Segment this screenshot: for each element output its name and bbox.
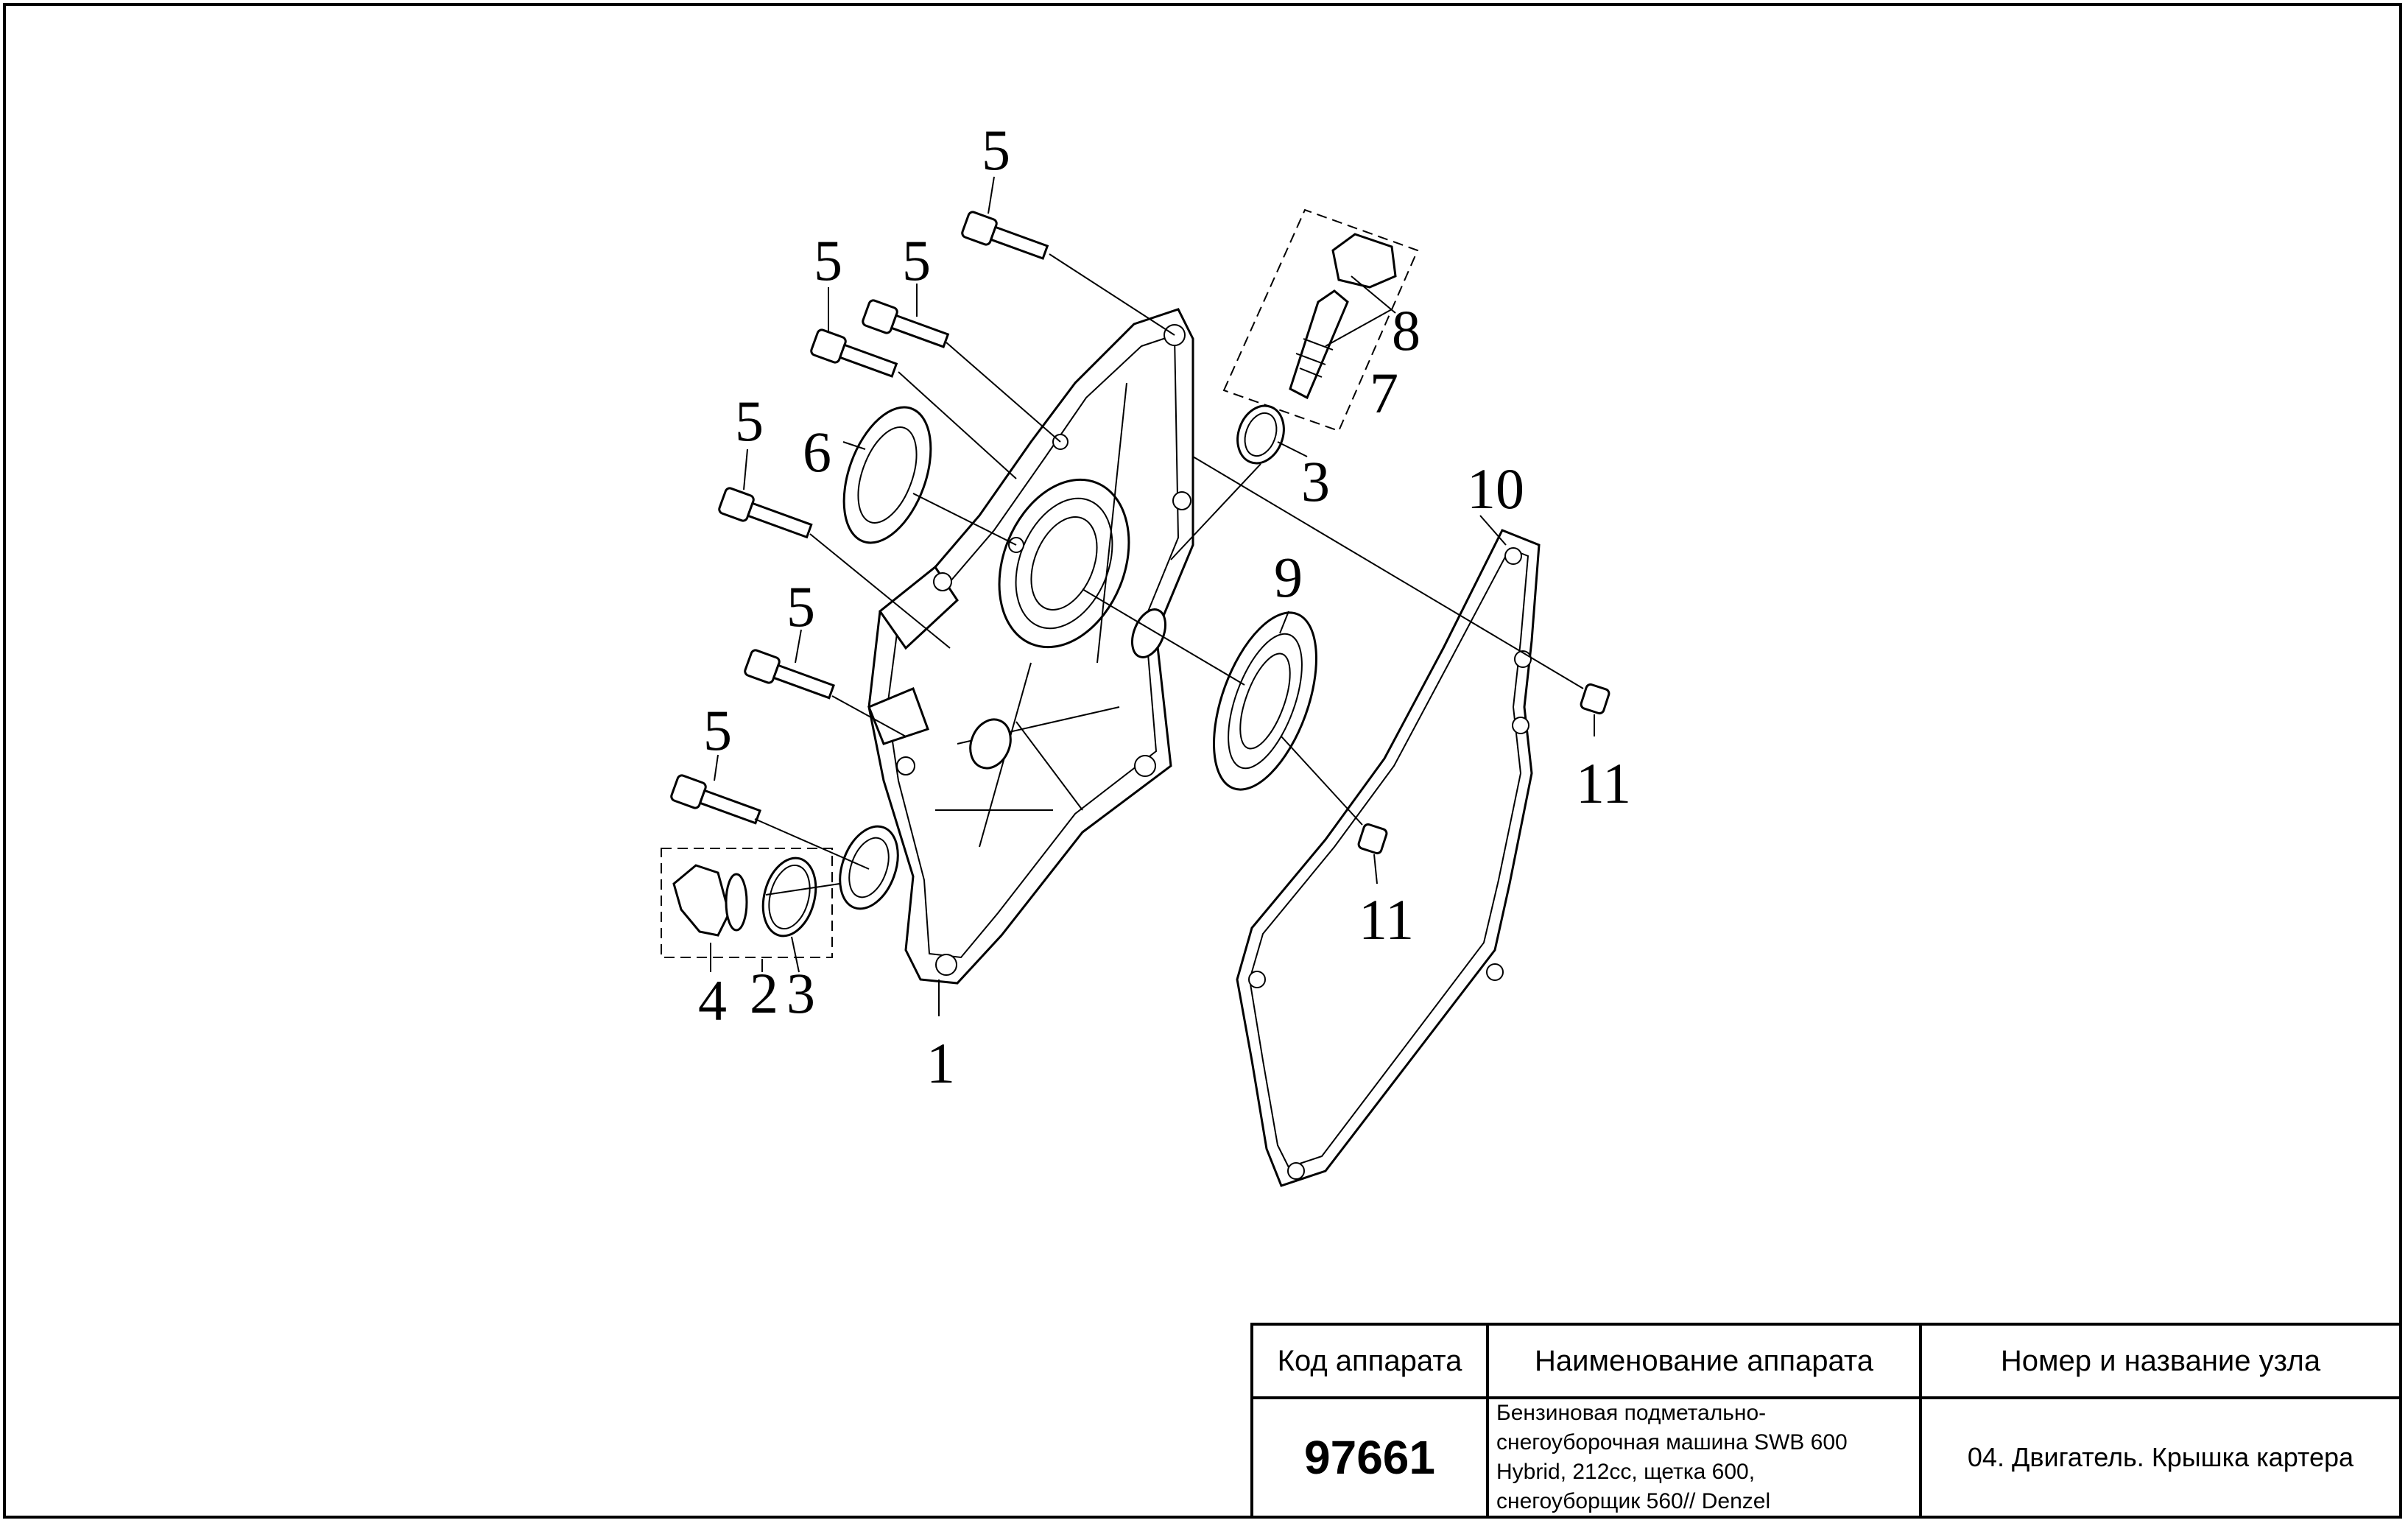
header-section: Номер и название узла xyxy=(2000,1344,2321,1377)
gasket xyxy=(1236,529,1541,1187)
device-name-line-4: снегоуборщик 560// Denzel xyxy=(1496,1489,1771,1513)
callout-5-mid-left: 5 xyxy=(735,389,764,453)
callout-2: 2 xyxy=(750,961,778,1025)
device-name-line-3: Hybrid, 212cc, щетка 600, xyxy=(1496,1460,1756,1484)
callout-4: 4 xyxy=(698,968,727,1033)
oil-fill-neck xyxy=(839,825,899,910)
callout-5-mid: 5 xyxy=(786,574,815,639)
sheet-border xyxy=(3,3,2402,1519)
callout-5-top: 5 xyxy=(982,118,1010,182)
header-name: Наименование аппарата xyxy=(1535,1344,1873,1377)
callout-6: 6 xyxy=(803,420,831,484)
device-name: Бензиновая подметально- снегоуборочная м… xyxy=(1489,1399,1919,1516)
callout-11-right: 11 xyxy=(1576,751,1631,815)
callout-9: 9 xyxy=(1274,545,1303,609)
device-name-line-2: снегоуборочная машина SWB 600 xyxy=(1496,1430,1848,1455)
assembly-lines xyxy=(754,253,1584,896)
header-code: Код аппарата xyxy=(1277,1344,1462,1377)
callout-11-lower: 11 xyxy=(1359,887,1414,952)
dowel-pins xyxy=(1357,683,1610,855)
ball-bearing xyxy=(1213,611,1317,791)
title-block: Код аппарата Наименование аппарата Номер… xyxy=(1250,1323,2402,1519)
leader-lines xyxy=(710,176,1595,1016)
device-code: 97661 xyxy=(1304,1431,1435,1484)
callout-labels: 5 5 5 5 5 5 6 8 7 3 9 10 11 11 1 4 2 3 xyxy=(698,118,1631,1095)
bolts xyxy=(670,211,1049,825)
callout-10: 10 xyxy=(1467,457,1524,521)
callout-5-bottom: 5 xyxy=(703,698,732,762)
callout-3-lower: 3 xyxy=(786,961,815,1025)
section-name: 04. Двигатель. Крышка картера xyxy=(1967,1442,2354,1472)
drain-plug-assembly xyxy=(1222,208,1419,465)
crankcase-cover xyxy=(867,308,1194,985)
device-name-line-1: Бензиновая подметально- xyxy=(1496,1401,1767,1425)
dipstick-assembly xyxy=(661,848,833,958)
callout-1: 1 xyxy=(926,1031,955,1095)
callout-7: 7 xyxy=(1370,361,1398,425)
callout-3-upper: 3 xyxy=(1301,449,1330,513)
callout-5-left-a: 5 xyxy=(814,228,842,292)
oil-seal xyxy=(842,406,932,544)
callout-5-left-b: 5 xyxy=(902,228,931,292)
callout-8: 8 xyxy=(1392,298,1420,362)
